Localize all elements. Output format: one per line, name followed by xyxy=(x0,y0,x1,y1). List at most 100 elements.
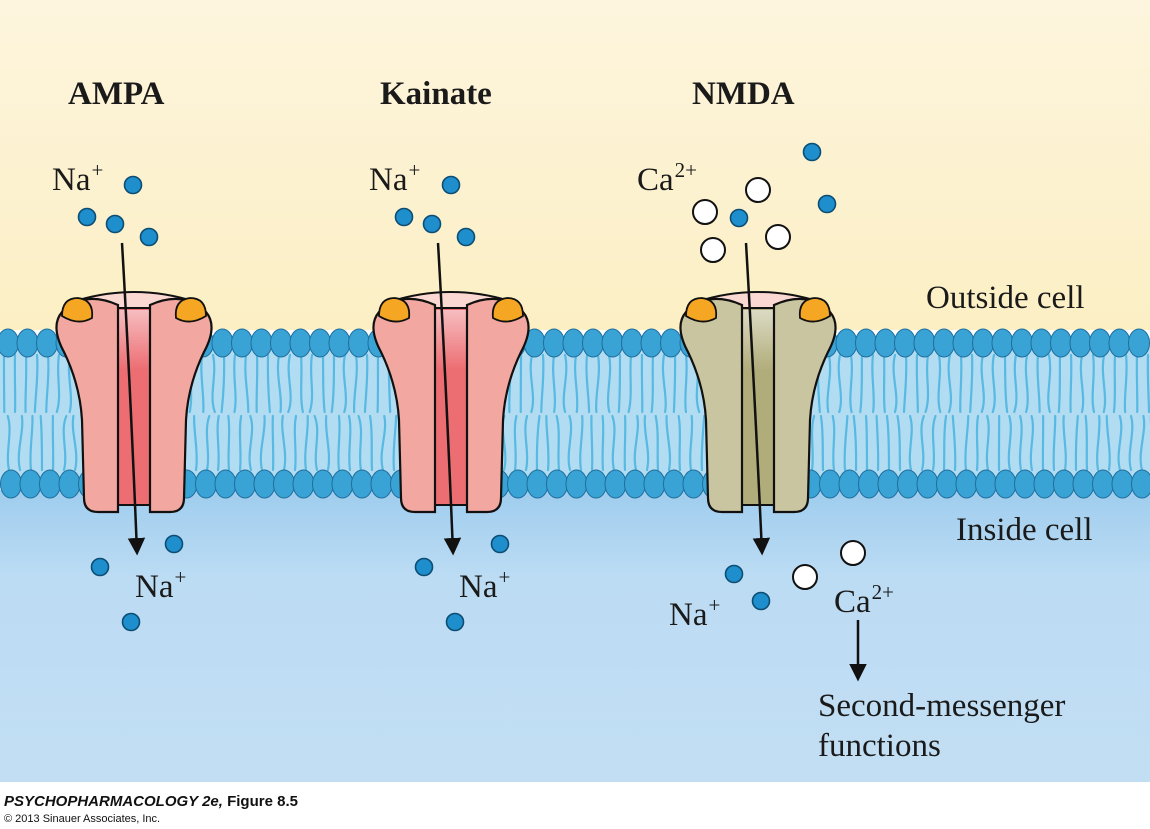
lipid-tail-upper xyxy=(980,353,985,414)
lipid-tail-lower xyxy=(601,414,605,472)
lipid-tail-lower xyxy=(293,414,298,472)
lipid-tail-lower xyxy=(896,414,902,472)
lipid-tail-upper xyxy=(562,353,568,414)
calcium-ion xyxy=(692,199,718,225)
calcium-ion xyxy=(700,237,726,263)
sodium-ion xyxy=(394,207,414,227)
lipid-tail-lower xyxy=(700,414,706,472)
lipid-tail-upper xyxy=(1003,353,1009,414)
ions xyxy=(77,142,866,632)
kainate-channel xyxy=(372,291,530,514)
lipid-tail-upper xyxy=(244,353,250,414)
lipid-head-outer xyxy=(211,328,234,358)
lipid-tail-lower xyxy=(819,414,825,472)
lipid-tail-upper xyxy=(574,353,579,414)
lipid-head-inner xyxy=(858,469,880,499)
lipid-head-outer xyxy=(270,328,292,358)
lipid-head-outer xyxy=(309,328,331,358)
figure-caption: PSYCHOPHARMACOLOGY 2e, Figure 8.5 xyxy=(4,793,298,810)
lipid-head-outer xyxy=(1089,328,1111,358)
lipid-head-outer xyxy=(1050,328,1072,358)
lipid-head-inner xyxy=(312,469,334,499)
nmda-binding-site-right xyxy=(798,297,831,323)
ampa-ion-inside-label: Na+ xyxy=(135,565,187,605)
lipid-tail-upper xyxy=(363,353,369,414)
lipid-tail-lower xyxy=(392,414,398,472)
inside-cell-label: Inside cell xyxy=(956,512,1093,548)
sodium-ion xyxy=(445,612,465,632)
lipid-tail-lower xyxy=(864,414,869,472)
lipid-tail-upper xyxy=(342,353,348,414)
lipid-head-inner xyxy=(19,469,42,499)
lipid-head-inner xyxy=(975,469,997,499)
lipid-head-outer xyxy=(1030,328,1053,358)
lipid-tail-lower xyxy=(623,414,627,472)
lipid-head-inner xyxy=(585,469,607,499)
lipid-tail-upper xyxy=(352,353,358,414)
ampa-title: AMPA xyxy=(68,76,165,112)
calcium-ion xyxy=(745,177,771,203)
lipid-tail-lower xyxy=(71,414,78,472)
lipid-head-inner xyxy=(936,469,958,499)
nmda-ca-inside-label: Ca2+ xyxy=(834,580,895,620)
lipid-tail-upper xyxy=(1069,353,1073,414)
sodium-ion xyxy=(123,175,143,195)
lipid-tail-upper xyxy=(859,353,864,414)
lipid-tail-upper xyxy=(595,353,601,414)
lipid-head-inner xyxy=(682,469,705,499)
lipid-tail-lower xyxy=(238,414,243,472)
lipid-tail-upper xyxy=(871,353,875,414)
lipid-head-inner xyxy=(624,469,646,499)
lipid-head-outer xyxy=(36,328,58,358)
lipid-head-inner xyxy=(1131,469,1150,499)
lipid-tail-lower xyxy=(810,414,816,472)
lipid-tail-upper xyxy=(661,353,667,414)
lipid-tail-upper xyxy=(220,353,226,414)
lipid-tail-upper xyxy=(959,353,963,414)
lipid-tail-lower xyxy=(216,414,220,472)
lipid-head-outer xyxy=(835,328,858,358)
lipid-tail-upper xyxy=(1057,353,1062,414)
kainate-title: Kainate xyxy=(380,76,492,112)
ampa-ion-outside-label: Na+ xyxy=(52,158,104,198)
lipid-tail-upper xyxy=(255,353,259,414)
lipid-tail-lower xyxy=(1139,414,1146,472)
lipid-tail-lower xyxy=(1128,414,1134,472)
lipid-head-inner xyxy=(819,469,841,499)
sodium-ion xyxy=(456,227,476,247)
lipid-tail-upper xyxy=(321,353,326,414)
lipid-head-inner xyxy=(1053,469,1075,499)
lipid-tail-lower xyxy=(1062,414,1067,472)
lipid-tail-upper xyxy=(540,353,545,414)
lipid-tail-lower xyxy=(1052,414,1057,472)
lipid-tail-lower xyxy=(357,414,363,472)
kainate-flow-arrow xyxy=(436,242,462,556)
lipid-head-inner xyxy=(58,469,81,499)
lipid-head-outer xyxy=(855,328,877,358)
lipid-tail-upper xyxy=(902,353,908,414)
lipid-tail-lower xyxy=(920,414,925,472)
lipid-tail-lower xyxy=(875,414,880,472)
lipid-tail-upper xyxy=(308,353,314,414)
lipid-tail-upper xyxy=(33,353,39,414)
lipid-tail-upper xyxy=(1024,353,1029,414)
lipid-tail-lower xyxy=(304,414,309,472)
lipid-tail-upper xyxy=(299,353,304,414)
nmda-na-inside-label: Na+ xyxy=(669,593,721,633)
sodium-ion xyxy=(164,534,184,554)
lipid-head-inner xyxy=(877,469,900,499)
lipid-tail-upper xyxy=(1047,353,1052,414)
lipid-tail-upper xyxy=(266,353,271,414)
lipid-tail-lower xyxy=(1007,414,1012,472)
lipid-head-inner xyxy=(1072,469,1095,499)
lipid-tail-lower xyxy=(17,414,24,472)
lipid-head-outer xyxy=(660,328,682,358)
lipid-head-outer xyxy=(348,328,370,358)
lipid-head-outer xyxy=(1108,328,1131,358)
lipid-tail-lower xyxy=(205,414,211,472)
kainate-binding-site-right xyxy=(491,297,524,323)
lipid-tail-lower xyxy=(6,414,11,472)
sodium-ion xyxy=(105,214,125,234)
lipid-head-outer xyxy=(231,328,253,358)
lipid-tail-upper xyxy=(1036,353,1041,414)
